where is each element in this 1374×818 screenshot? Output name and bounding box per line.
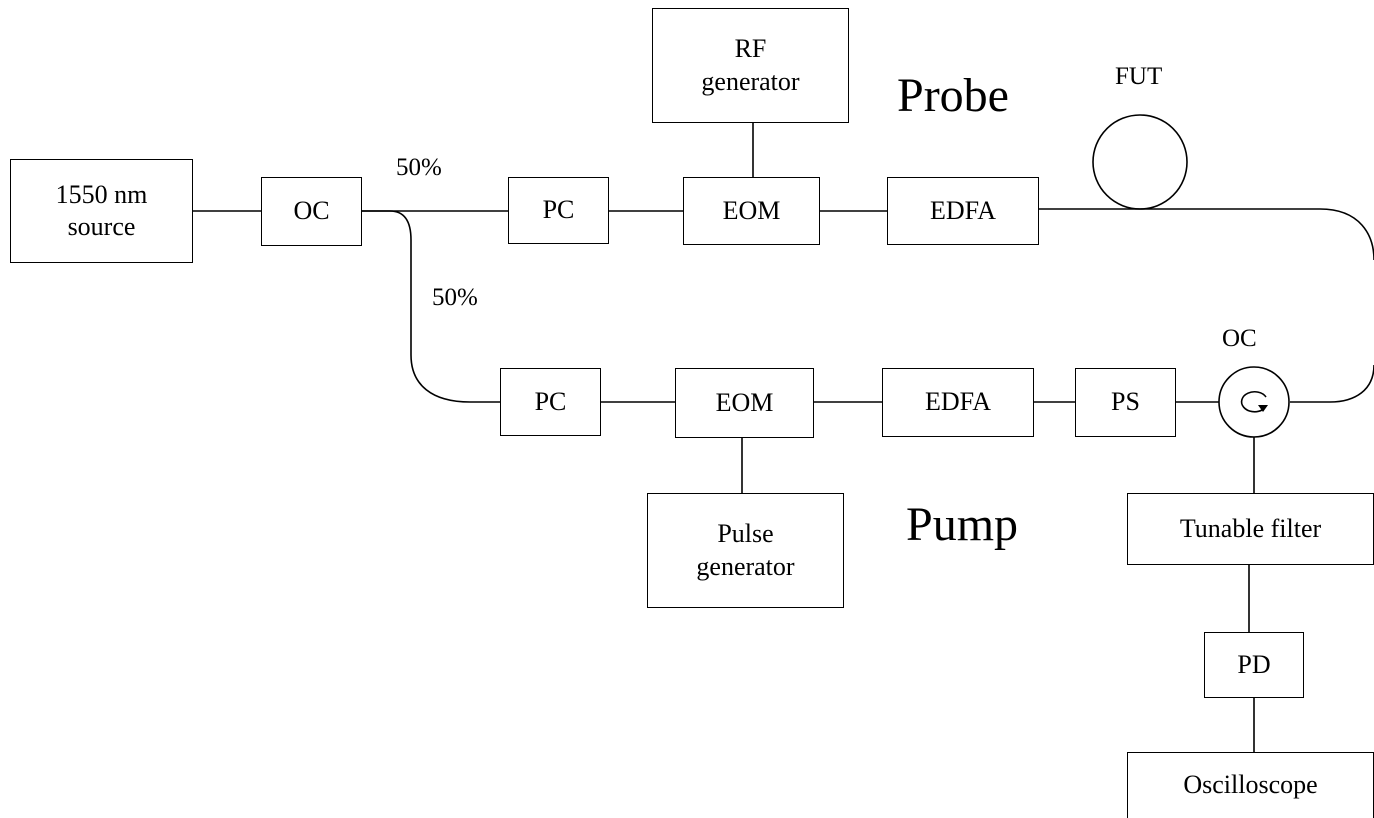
ps-box: PS: [1075, 368, 1176, 437]
circulator-icon: [1240, 391, 1267, 413]
rf-generator-box: RF generator: [652, 8, 849, 123]
circulator: [1218, 366, 1290, 438]
oc-splitter-box: OC: [261, 177, 362, 246]
pd-box: PD: [1204, 632, 1304, 698]
fiber-edfa-fut: [1039, 208, 1374, 261]
pump-label: Pump: [906, 498, 1019, 551]
source-box: 1550 nm source: [10, 159, 193, 263]
split-ratio-upper: 50%: [396, 154, 442, 181]
pc-pump-box: PC: [500, 368, 601, 436]
pc-probe-box: PC: [508, 177, 609, 244]
pulse-generator-box: Pulse generator: [647, 493, 844, 608]
eom-probe-box: EOM: [683, 177, 820, 245]
edfa-pump-box: EDFA: [882, 368, 1034, 437]
probe-label: Probe: [897, 69, 1009, 122]
circulator-label: OC: [1222, 325, 1257, 352]
edfa-probe-box: EDFA: [887, 177, 1039, 245]
split-ratio-lower: 50%: [432, 284, 478, 311]
fiber-oc-pc-pump: [362, 210, 500, 403]
eom-pump-box: EOM: [675, 368, 814, 438]
fut-coil: [1092, 114, 1188, 210]
fiber-fut-circulator: [1290, 364, 1374, 403]
oscilloscope-box: Oscilloscope: [1127, 752, 1374, 818]
tunable-filter-box: Tunable filter: [1127, 493, 1374, 565]
fut-label: FUT: [1115, 63, 1163, 90]
circulator-arrow-icon: [1258, 405, 1268, 412]
